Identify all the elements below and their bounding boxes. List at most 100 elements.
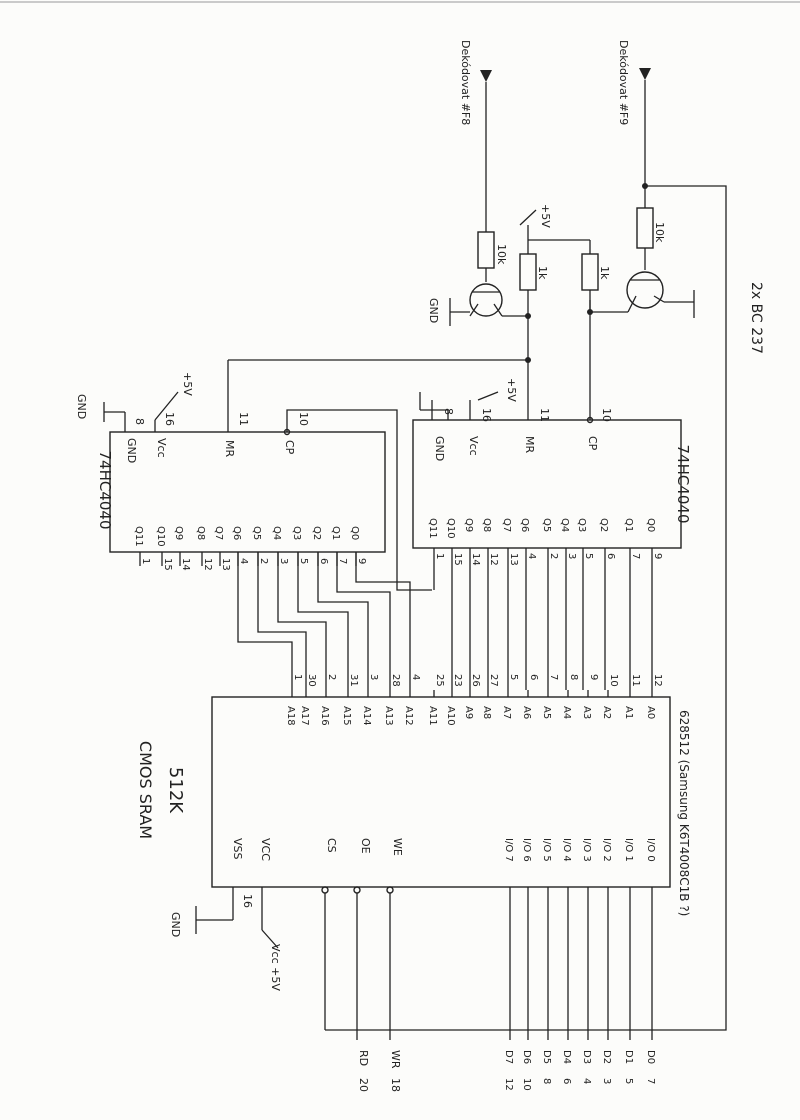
counter-left-mr: MR	[223, 440, 236, 457]
counter-left-output-pin: 14	[180, 558, 191, 571]
sram-address-label: A8	[481, 706, 492, 719]
counter-left-output-label: Q8	[195, 526, 206, 540]
sram-address-pin: 2	[326, 674, 337, 680]
transistor-left-icon	[469, 283, 503, 317]
address-wire	[317, 552, 369, 690]
counter-right-vcc: Vcc	[467, 436, 480, 456]
counter-left-output-pin: 9	[356, 558, 367, 564]
counter-right-output-label: Q4	[559, 518, 570, 532]
sram-address-label: A5	[541, 706, 552, 719]
counter-left-vcc-num: 16	[163, 412, 176, 426]
sram-address-pin: 30	[306, 674, 317, 687]
counter-left-output-pin: 2	[258, 558, 269, 564]
counter-left-output-pin: 12	[202, 558, 213, 571]
counter-right-output-pin: 14	[470, 553, 481, 566]
connector-data-label: D7	[503, 1050, 514, 1064]
sram-io-label: I/O 2	[601, 838, 612, 862]
counter-left-gnd: GND	[125, 438, 138, 463]
sram-address-label: A15	[341, 706, 352, 726]
sram-address-pin: 6	[528, 674, 539, 680]
sram-address-pin: 27	[488, 674, 499, 687]
address-wire	[336, 552, 391, 690]
counter-left-output-pin: 4	[238, 558, 249, 564]
counter-right-output-label: Q11	[427, 518, 438, 539]
counter-left-supply: +5V	[181, 372, 194, 396]
sram-address-pins: A012A111A210A39A48A57A66A75A827A926A1023…	[285, 674, 663, 726]
connector: WR 18 RD 20	[357, 1050, 402, 1092]
r-base-left: 10k	[495, 244, 508, 265]
transistor-section: Dekódovat #F8 Dekódovat #F9 10k 10k 1k 1…	[427, 40, 764, 1031]
counter-left-gnd-label: GND	[75, 394, 88, 419]
sram-vcc: VCC	[259, 838, 272, 861]
sram-address-label: A9	[463, 706, 474, 719]
sram-io-label: I/O 5	[541, 838, 552, 862]
address-wire	[237, 552, 293, 690]
transistor-right-icon	[626, 271, 664, 309]
counter-right-output-pin: 4	[526, 553, 537, 559]
sram-address-label: A11	[427, 706, 438, 726]
counter-right-output-pin: 2	[548, 553, 559, 559]
sram-address-label: A18	[285, 706, 296, 726]
connector-data-pin: 8	[541, 1078, 552, 1084]
sram-io-label: I/O 7	[503, 838, 514, 862]
connector-data-label: D3	[581, 1050, 592, 1064]
sram-io-label: I/O 6	[521, 838, 532, 862]
counter-left-cp: CP	[283, 440, 296, 455]
counter-left-output-label: Q10	[155, 526, 166, 547]
counter-left-cp-num: 10	[297, 412, 310, 426]
sram-oe: OE	[359, 838, 372, 854]
sram-address-label: A0	[645, 706, 656, 719]
sram-address-label: A13	[383, 706, 394, 726]
counter-right-name: 74HC4040	[674, 444, 692, 523]
counter-right-output-label: Q3	[576, 518, 587, 532]
counter-right-output-pin: 9	[652, 553, 663, 559]
address-wire	[257, 552, 307, 690]
counter-right-output-pin: 15	[452, 553, 463, 566]
address-wire	[355, 552, 411, 690]
address-wire	[277, 552, 327, 690]
input-arrow-icon	[639, 68, 651, 80]
connector-data-label: D2	[601, 1050, 612, 1064]
right-signal-label: Dekódovat #F9	[617, 40, 630, 125]
counter-right-output-pin: 1	[434, 553, 445, 559]
counter-left-output-pin: 3	[278, 558, 289, 564]
sram-io-label: I/O 4	[561, 838, 572, 862]
counter-left-output-pin: 5	[298, 558, 309, 564]
sram-io-label: I/O 1	[623, 838, 634, 862]
sram-address-label: A12	[403, 706, 414, 726]
sram-address-pin: 11	[630, 674, 641, 687]
sram-io-pins: I/O 0 I/O 1 I/O 2 I/O 3 I/O 4 I/O 5 I/O 6 I/O 7	[503, 838, 656, 1040]
transistor-supply: +5V	[539, 204, 552, 228]
counter-left-output-label: Q3	[291, 526, 302, 540]
connector-data-pin: 6	[561, 1078, 572, 1084]
counter-left-outputs: Q09Q17Q26Q35Q43Q52Q64Q713Q812Q914Q1015Q1…	[133, 526, 411, 690]
connector-data-pin: 7	[645, 1078, 656, 1084]
sram-address-pin: 12	[652, 674, 663, 687]
counter-left-vcc: Vcc	[155, 438, 168, 458]
counter-left-output-label: Q0	[349, 526, 360, 540]
sram-io-label: I/O 0	[645, 838, 656, 862]
sram-address-pin: 4	[410, 674, 421, 680]
counter-left-output-label: Q9	[173, 526, 184, 540]
input-arrow-icon	[480, 70, 492, 82]
counter-left-output-pin: 1	[140, 558, 151, 564]
counter-left-gnd-num: 8	[133, 418, 146, 425]
connector-data-pin: 12	[503, 1078, 514, 1091]
counter-right-output-label: Q7	[501, 518, 512, 532]
sram-address-label: A2	[601, 706, 612, 719]
sram-address-pin: 10	[608, 674, 619, 687]
counter-left-mr-num: 11	[237, 412, 250, 426]
counter-left-output-label: Q7	[213, 526, 224, 540]
sram-type: CMOS SRAM	[136, 741, 155, 839]
sram-io-label: I/O 3	[581, 838, 592, 862]
counter-left-output-label: Q2	[311, 526, 322, 540]
sram-size: 512K	[165, 767, 186, 814]
sram-address-pin: 23	[452, 674, 463, 687]
counter-right-output-pin: 3	[566, 553, 577, 559]
sram-vss: VSS	[231, 838, 244, 860]
connector-data-pin: 3	[601, 1078, 612, 1084]
counter-right-output-pin: 6	[605, 553, 616, 559]
sram-address-pin: 31	[348, 674, 359, 687]
counter-right-output-label: Q5	[541, 518, 552, 532]
